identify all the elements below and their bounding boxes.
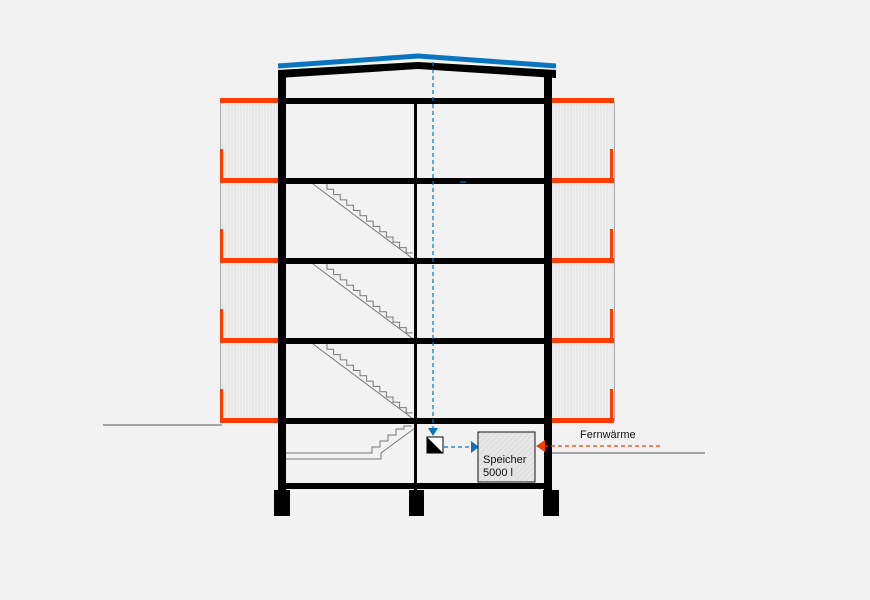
storage-capacity: 5000 l xyxy=(483,467,513,479)
footing-right xyxy=(543,490,559,516)
balcony-slab-left xyxy=(220,338,278,343)
floor-slab xyxy=(278,418,552,424)
balcony-parapet-right xyxy=(610,229,613,261)
balcony-slab-right xyxy=(552,178,614,183)
stair-soffit xyxy=(312,183,413,259)
stair-soffit xyxy=(312,343,413,419)
storage-label: Speicher xyxy=(483,454,527,466)
balcony-slab-right xyxy=(552,338,614,343)
balcony-parapet-left xyxy=(220,389,223,421)
wall-interior xyxy=(414,101,417,491)
floor-slab xyxy=(278,338,552,344)
balcony-slab-right xyxy=(552,258,614,263)
footing-left xyxy=(274,490,290,516)
balcony-slab-left xyxy=(220,178,278,183)
floor-slab xyxy=(278,258,552,264)
solar-roof xyxy=(277,53,557,69)
balcony-insulation xyxy=(220,98,614,423)
balcony-parapet-left xyxy=(220,309,223,341)
wall-left xyxy=(278,72,286,492)
stair-steps xyxy=(326,344,413,414)
heat-exchanger-icon xyxy=(426,436,444,454)
staircase xyxy=(312,183,413,419)
floor-slab xyxy=(278,98,552,104)
balcony-parapet-left xyxy=(220,149,223,181)
balcony-slab-right xyxy=(552,418,614,423)
roof-slab xyxy=(278,62,556,78)
stair-steps xyxy=(326,264,413,334)
balcony-parapet-right xyxy=(610,389,613,421)
floor-slab xyxy=(278,178,552,184)
storage-tank xyxy=(477,431,536,483)
stair-steps xyxy=(326,184,413,254)
district-heating-label: Fernwärme xyxy=(580,429,636,441)
balcony-slab-left xyxy=(220,418,278,423)
balcony-slab-left xyxy=(220,258,278,263)
balcony-parapet-left xyxy=(220,229,223,261)
balcony-parapet-right xyxy=(610,149,613,181)
balcony-parapet-right xyxy=(610,309,613,341)
building-structure xyxy=(274,62,559,516)
wall-right xyxy=(544,72,552,492)
floor-slab xyxy=(278,483,552,489)
arrow-right-icon xyxy=(471,441,479,453)
arrow-left-icon xyxy=(536,440,545,452)
balcony-slab-right xyxy=(552,98,614,103)
balcony-slab-left xyxy=(220,98,278,103)
stair-soffit xyxy=(312,263,413,339)
arrow-down-icon xyxy=(428,428,438,436)
footing-middle xyxy=(409,490,424,516)
basement-stairs xyxy=(286,425,416,460)
